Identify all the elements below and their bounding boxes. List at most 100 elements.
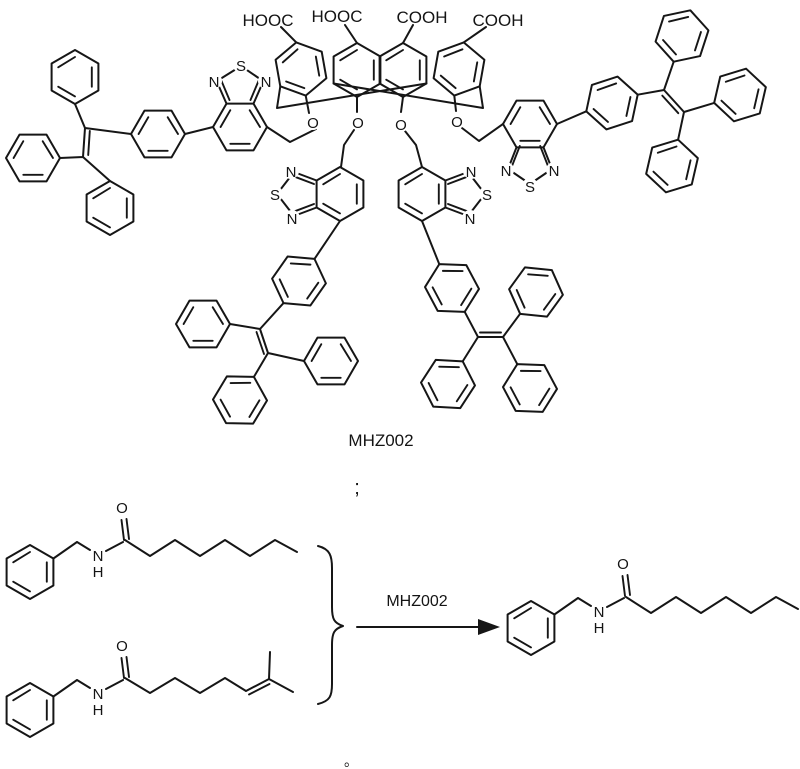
phenyl-ring bbox=[205, 363, 275, 437]
carbonyl-double-bond bbox=[120, 656, 130, 679]
reaction-arrow: MHZ002 bbox=[356, 593, 500, 635]
oxygen-label: O bbox=[617, 556, 629, 573]
compound-caption: MHZ002 bbox=[348, 431, 413, 450]
phenyl-ring bbox=[5, 544, 55, 600]
label-mask bbox=[284, 210, 300, 226]
double-bond bbox=[661, 94, 680, 115]
catalyst-label: MHZ002 bbox=[386, 593, 447, 610]
oxygen-label: O bbox=[116, 500, 128, 517]
btd-inner-left: N S N bbox=[267, 163, 365, 228]
tpe-inner-left bbox=[175, 220, 359, 437]
ether-oxygen-label: O bbox=[352, 115, 364, 132]
tpe-bonds bbox=[421, 220, 522, 366]
carboxyl-label: HOOC bbox=[243, 11, 294, 30]
curly-brace bbox=[317, 545, 344, 705]
amide-n-label: N bbox=[93, 686, 104, 703]
carbonyl-double-bond bbox=[621, 574, 631, 597]
sulfur-label: S bbox=[270, 187, 280, 204]
amide-h-label: H bbox=[93, 702, 104, 719]
phenyl-ring bbox=[506, 600, 556, 656]
label-mask bbox=[305, 114, 321, 130]
label-mask bbox=[283, 163, 299, 179]
label-mask bbox=[498, 162, 514, 178]
carboxyl-label: COOH bbox=[473, 11, 524, 30]
reactant-unsaturated-amide: O N H bbox=[5, 638, 294, 738]
phenyl-ring bbox=[500, 255, 572, 329]
calixarene-core: HOOC HOOC COOH COOH O O O O bbox=[243, 7, 524, 168]
double-bonds bbox=[220, 80, 260, 101]
nitrogen-label: N bbox=[261, 74, 272, 91]
sulfur-label: S bbox=[525, 179, 535, 196]
double-bonds bbox=[511, 145, 549, 167]
phenylene-ring bbox=[130, 109, 186, 159]
label-mask bbox=[393, 116, 409, 132]
alkene-double-bond bbox=[248, 683, 271, 696]
label-mask bbox=[522, 178, 538, 194]
nitrogen-label: N bbox=[465, 211, 476, 228]
separator-semicolon: ; bbox=[354, 477, 360, 499]
carbonyl-double-bond bbox=[120, 518, 130, 541]
label-mask bbox=[267, 186, 283, 202]
nitrogen-label: N bbox=[209, 74, 220, 91]
calix-bonds bbox=[266, 24, 504, 168]
nitrogen-label: N bbox=[549, 163, 560, 180]
phenyl-ring bbox=[650, 2, 714, 70]
phenyl-ring bbox=[642, 133, 702, 199]
calix-ring-c bbox=[378, 42, 428, 98]
phenyl-ring bbox=[85, 180, 135, 236]
amide-n-label: N bbox=[594, 604, 605, 621]
amide-bonds bbox=[52, 651, 294, 698]
thiadiazole-bonds bbox=[444, 171, 486, 217]
thiadiazole-bonds bbox=[216, 65, 264, 105]
double-bonds bbox=[294, 175, 315, 213]
amide-n-label: N bbox=[93, 548, 104, 565]
arrow-head bbox=[478, 619, 500, 635]
label-mask bbox=[258, 73, 274, 89]
ether-oxygen-label: O bbox=[395, 117, 407, 134]
thiadiazole-bonds bbox=[507, 146, 553, 185]
ether-oxygen-label: O bbox=[307, 115, 319, 132]
calix-ring-b bbox=[332, 42, 382, 98]
sulfur-label: S bbox=[482, 187, 492, 204]
product-amide: O N H bbox=[506, 556, 799, 656]
label-mask bbox=[206, 73, 222, 89]
double-bond bbox=[255, 331, 265, 355]
phenyl-ring bbox=[710, 62, 770, 128]
amide-bonds bbox=[52, 539, 298, 560]
tpe-bonds bbox=[556, 60, 716, 141]
thiadiazole-bonds bbox=[276, 171, 318, 217]
label-mask bbox=[449, 113, 465, 129]
phenyl-ring bbox=[412, 347, 484, 421]
phenyl-ring bbox=[5, 682, 55, 738]
label-mask bbox=[462, 210, 478, 226]
nitrogen-label: N bbox=[466, 164, 477, 181]
label-mask bbox=[546, 162, 562, 178]
calix-ring-a bbox=[272, 37, 330, 101]
benzene-ring bbox=[315, 166, 365, 222]
reaction-end-mark: 。 bbox=[344, 753, 358, 769]
amide-bonds bbox=[553, 596, 799, 616]
reaction-scheme: O N H O N H MHZ002 O N H bbox=[5, 500, 799, 769]
btd-right-outer: N N S bbox=[498, 99, 562, 196]
ether-oxygen-label: O bbox=[451, 114, 463, 131]
amide-h-label: H bbox=[93, 564, 104, 581]
mhz002-structure: HOOC HOOC COOH COOH O O O O N N S bbox=[5, 2, 770, 450]
amide-h-label: H bbox=[594, 620, 605, 637]
nitrogen-label: N bbox=[501, 163, 512, 180]
carboxyl-label: COOH bbox=[397, 8, 448, 27]
benzene-ring bbox=[502, 99, 558, 149]
label-mask bbox=[233, 57, 249, 73]
nitrogen-label: N bbox=[286, 164, 297, 181]
calix-ring-d bbox=[430, 37, 488, 101]
tpe-bonds bbox=[59, 103, 214, 182]
double-bonds bbox=[447, 175, 468, 213]
tpe-bonds bbox=[229, 220, 341, 378]
label-mask bbox=[479, 186, 495, 202]
carboxyl-label: HOOC bbox=[312, 7, 363, 26]
label-mask bbox=[350, 114, 366, 130]
tpe-inner-right bbox=[412, 220, 572, 425]
tpe-left-outer bbox=[5, 49, 214, 236]
reactant-saturated-amide: O N H bbox=[5, 500, 298, 600]
